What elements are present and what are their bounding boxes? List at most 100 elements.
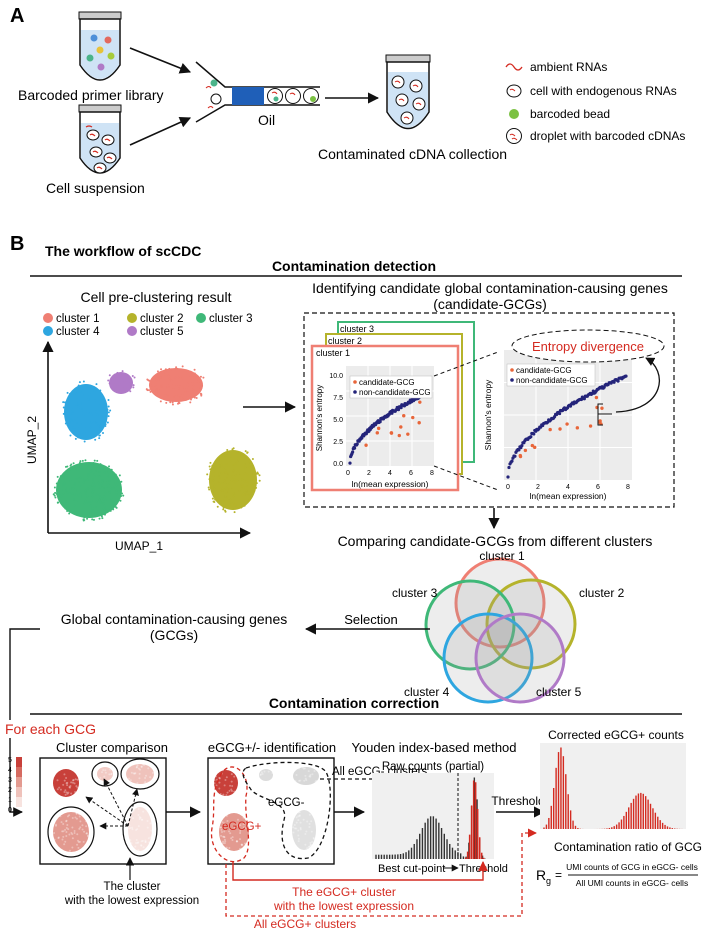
- non-candidate-point: [517, 448, 521, 452]
- workflow-title: The workflow of scCDC: [45, 243, 201, 259]
- cluster-blob: [259, 769, 273, 781]
- large-xtick: 2: [536, 484, 540, 491]
- non-candidate-point: [506, 475, 510, 479]
- legend-cluster-1: cluster 1: [56, 313, 99, 325]
- venn-label-cluster-1: cluster 1: [479, 549, 525, 563]
- droplet-icon: [506, 128, 522, 144]
- large-plot-xlabel: ln(mean expression): [529, 491, 606, 501]
- panel-b-letter: B: [10, 233, 24, 255]
- candidate-point: [598, 419, 602, 423]
- candidate-point: [402, 414, 406, 418]
- large-plot-ylabel: Shannon's entropy: [483, 379, 493, 450]
- non-candidate-point: [355, 442, 359, 446]
- best-cut-label: Best cut-point: [378, 863, 445, 875]
- venn-label-cluster-2: cluster 2: [579, 586, 625, 600]
- small-xtick: 8: [430, 470, 434, 477]
- small-legend-non-candidate: non-candidate-GCG: [359, 388, 431, 397]
- egcg-lowest-label-2: with the lowest expression: [273, 899, 414, 913]
- egcg-plus-lowest-arrow: [232, 861, 488, 881]
- candidate-point: [411, 415, 415, 420]
- microfluidic-chip-icon: [195, 61, 320, 123]
- venn-label-cluster-5: cluster 5: [536, 685, 582, 699]
- egcg-minus-label: eGCG-: [268, 797, 305, 809]
- non-candidate-point: [352, 446, 357, 450]
- cluster-1-swatch: [43, 313, 53, 323]
- ratio-formula: R g = UMI counts of GCG in eGCG- cells A…: [536, 862, 698, 888]
- youden-title: Youden index-based method: [351, 740, 516, 755]
- zoom-connector-top: [433, 351, 499, 377]
- small-plot-legend: [349, 375, 433, 399]
- small-xtick: 2: [367, 470, 371, 477]
- umap-cluster-1: [145, 365, 205, 406]
- venn-cluster-4: [442, 612, 534, 704]
- small-legend-candidate: candidate-GCG: [359, 378, 415, 387]
- candidate-point: [397, 433, 401, 438]
- cell-tube-icon: [78, 104, 122, 174]
- non-candidate-point: [520, 444, 524, 448]
- umap-cluster-3: [52, 459, 125, 522]
- non-candidate-point: [557, 411, 562, 416]
- non-candidate-point: [616, 379, 620, 383]
- scale-tick: 4: [8, 767, 12, 774]
- non-candidate-point: [624, 374, 628, 378]
- primer-library-label: Barcoded primer library: [18, 87, 164, 103]
- raw-counts-title: Raw counts (partial): [382, 761, 484, 773]
- small-legend-candidate-marker: [353, 380, 357, 384]
- cluster-blob: [219, 813, 249, 851]
- candidate-point: [399, 425, 403, 429]
- candidate-point: [533, 445, 537, 450]
- candidate-point: [389, 431, 394, 435]
- small-plot-ylabel: Shannon's entropy: [315, 385, 324, 451]
- ratio-numerator: UMI counts of GCG in eGCG- cells: [566, 862, 698, 872]
- cluster-comparison-blobs: [47, 758, 160, 858]
- non-candidate-point: [378, 420, 382, 424]
- frame-label-cluster-2: cluster 2: [328, 336, 362, 346]
- small-ytick: 7.5: [333, 395, 343, 402]
- egcg-identification-title: eGCG+/- identification: [208, 740, 336, 755]
- entropy-divergence-label: Entropy divergence: [532, 339, 644, 354]
- candidate-point: [417, 421, 421, 425]
- scale-tick: 3: [8, 777, 12, 784]
- venn-cluster-5: [474, 612, 566, 704]
- small-xtick: 6: [409, 470, 413, 477]
- candidate-point: [565, 422, 569, 426]
- cluster-blob: [293, 767, 319, 785]
- cluster-5-swatch: [127, 326, 137, 336]
- candidate-point: [375, 431, 379, 435]
- zoom-connector-bottom: [433, 465, 499, 491]
- legend-cell: cell with endogenous RNAs: [530, 84, 677, 98]
- non-candidate-point: [582, 397, 586, 401]
- entropy-divergence-oval: [511, 329, 665, 363]
- non-candidate-point: [396, 407, 401, 412]
- legend-ambient-rna: ambient RNAs: [530, 60, 607, 74]
- small-entropy-plot: Shannon's entropy ln(mean expression) 0.…: [315, 366, 434, 489]
- venn-cluster-3: [424, 579, 516, 671]
- ratio-symbol: R: [536, 867, 546, 883]
- cluster-blob: [126, 764, 154, 784]
- cell-suspension-label: Cell suspension: [46, 180, 145, 196]
- large-legend-candidate-marker: [510, 368, 514, 372]
- cluster-blob: [97, 767, 113, 781]
- oil-label: Oil: [258, 112, 275, 128]
- cluster-3-swatch: [196, 313, 206, 323]
- large-entropy-plot: candidate-GCG non-candidate-GCG Shannon'…: [483, 350, 632, 501]
- correction-header: Contamination correction: [269, 695, 439, 711]
- venn-diagram: cluster 1 cluster 2 cluster 3 cluster 4 …: [392, 549, 625, 704]
- panel-a-legend: ambient RNAs cell with endogenous RNAs b…: [505, 60, 685, 144]
- cluster-blob: [214, 770, 238, 796]
- identify-title-2: (candidate-GCGs): [433, 296, 547, 312]
- non-candidate-point: [529, 435, 533, 439]
- ratio-title: Contamination ratio of GCG: [554, 840, 702, 854]
- ambient-rna-icon: [505, 63, 523, 71]
- frame-label-cluster-3: cluster 3: [340, 324, 374, 334]
- umap-y-label: UMAP_2: [25, 416, 39, 464]
- lowest-cluster-label-1: The cluster: [104, 881, 161, 893]
- ratio-subscript: g: [546, 876, 551, 886]
- cluster-blob: [53, 812, 89, 852]
- candidate-point: [600, 406, 604, 410]
- egcg-lowest-label-1: The eGCG+ cluster: [292, 885, 396, 899]
- for-each-label: For each GCG: [5, 721, 96, 737]
- detection-header: Contamination detection: [272, 258, 436, 274]
- cluster-blob: [53, 769, 79, 797]
- corrected-histogram: [543, 747, 683, 829]
